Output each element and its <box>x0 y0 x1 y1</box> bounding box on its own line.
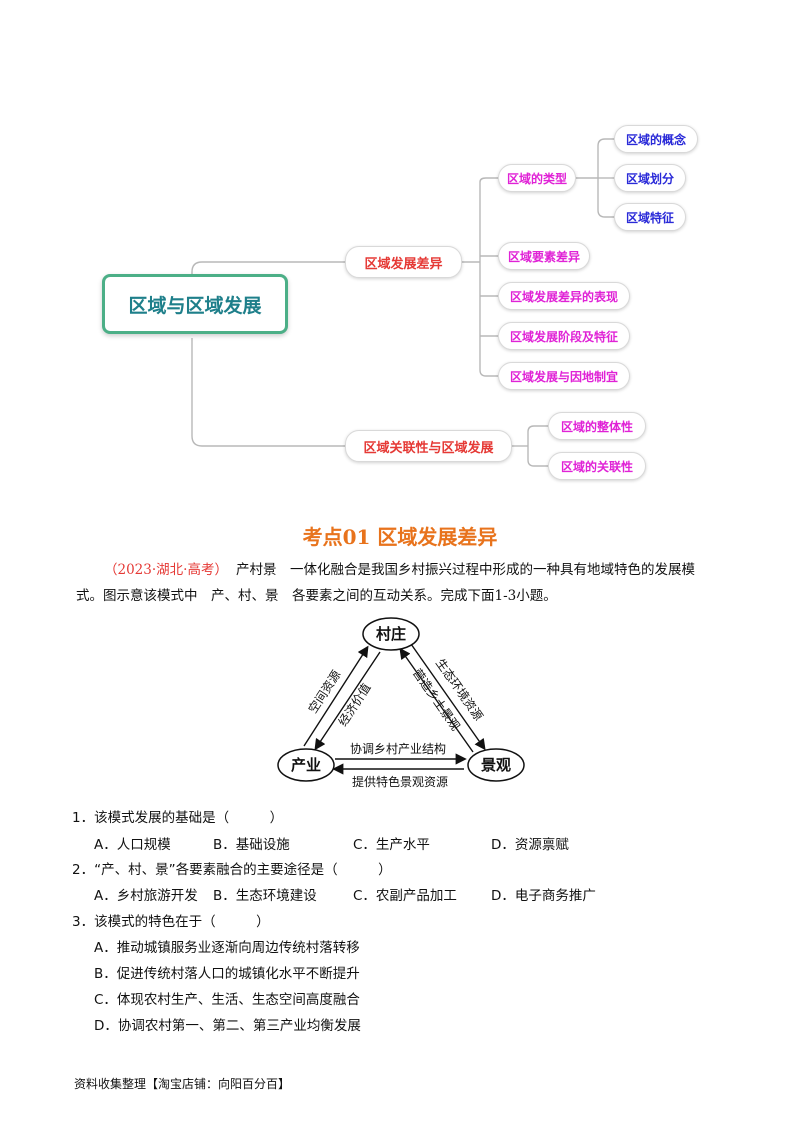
footer-note: 资料收集整理【淘宝店铺：向阳百分百】 <box>74 1077 291 1091</box>
intro-text-1: 产村景 一体化融合是我国乡村振兴过程中形成的一种具有地域特色的发展模 <box>235 562 695 578</box>
q2-option-c: C．农副产品加工 <box>353 888 457 904</box>
question-1: 1．该模式发展的基础是（ ） <box>72 810 284 826</box>
node-local-conditions: 区域发展与因地制宜 <box>498 362 630 390</box>
node-relevance: 区域的关联性 <box>548 452 646 480</box>
mind-map-connectors <box>191 138 614 467</box>
question-3: 3．该模式的特色在于（ ） <box>72 914 270 930</box>
arrow-landscape-to-village <box>399 647 474 753</box>
node-landscape-circle <box>467 748 525 782</box>
arrow-industry-to-village <box>303 645 369 747</box>
q3-option-b: B．促进传统村落人口的城镇化水平不断提升 <box>94 966 360 982</box>
q1-option-d: D．资源禀赋 <box>491 837 569 853</box>
mind-map-root: 区域与区域发展 <box>102 274 288 334</box>
node-region-features: 区域特征 <box>614 203 686 231</box>
node-region-concept: 区域的概念 <box>614 125 698 153</box>
intro-text-2: 式。图示意该模式中 产、村、景 各要素之间的互动关系。完成下面1-3小题。 <box>76 588 557 604</box>
intro-line-2: 式。图示意该模式中 产、村、景 各要素之间的互动关系。完成下面1-3小题。 <box>76 583 726 609</box>
label-economic-value: 经济价值 <box>335 680 374 728</box>
node-region-division: 区域划分 <box>614 164 686 192</box>
q1-option-c: C．生产水平 <box>353 837 430 853</box>
interaction-diagram: 村庄 产业 景观 空间资源 经济价值 生态环境资源 营造乡土景观 协调乡村产业结… <box>277 617 525 789</box>
branch-regional-relevance: 区域关联性与区域发展 <box>345 430 512 462</box>
node-region-types: 区域的类型 <box>498 164 576 192</box>
q3-option-c: C．体现农村生产、生活、生态空间高度融合 <box>94 992 360 1008</box>
label-coordinate-industry: 协调乡村产业结构 <box>350 741 446 756</box>
node-landscape: 景观 <box>481 756 511 774</box>
q2-option-b: B．生态环境建设 <box>213 888 317 904</box>
q1-option-a: A．人口规模 <box>94 837 171 853</box>
label-landscape-resources: 提供特色景观资源 <box>352 774 448 789</box>
node-industry: 产业 <box>291 756 321 774</box>
section-title: 考点01 区域发展差异 <box>302 525 498 549</box>
node-village: 村庄 <box>376 625 406 643</box>
node-development-stages: 区域发展阶段及特征 <box>498 322 630 350</box>
arrow-village-to-industry <box>314 651 381 751</box>
node-integrity: 区域的整体性 <box>548 412 646 440</box>
q3-option-d: D．协调农村第一、第二、第三产业均衡发展 <box>94 1018 361 1034</box>
arrow-village-to-landscape <box>410 643 486 751</box>
node-element-differences: 区域要素差异 <box>498 242 590 270</box>
q2-option-a: A．乡村旅游开发 <box>94 888 198 904</box>
q2-option-d: D．电子商务推广 <box>491 888 596 904</box>
q1-option-b: B．基础设施 <box>213 837 290 853</box>
mind-map: 区域与区域发展 区域发展差异 区域关联性与区域发展 区域的类型 区域要素差异 区… <box>0 0 800 500</box>
question-2: 2．“产、村、景”各要素融合的主要途径是（ ） <box>72 862 392 878</box>
node-difference-manifestation: 区域发展差异的表现 <box>498 282 630 310</box>
branch-regional-differences: 区域发展差异 <box>345 246 462 278</box>
q3-option-a: A．推动城镇服务业逐渐向周边传统村落转移 <box>94 940 360 956</box>
node-industry-circle <box>277 748 335 782</box>
label-space-resources: 空间资源 <box>306 668 344 716</box>
node-village-circle <box>362 617 420 651</box>
intro-line-1: （2023·湖北·高考） 产村景 一体化融合是我国乡村振兴过程中形成的一种具有地域… <box>76 557 726 583</box>
question-source: （2023·湖北·高考） <box>104 562 228 578</box>
